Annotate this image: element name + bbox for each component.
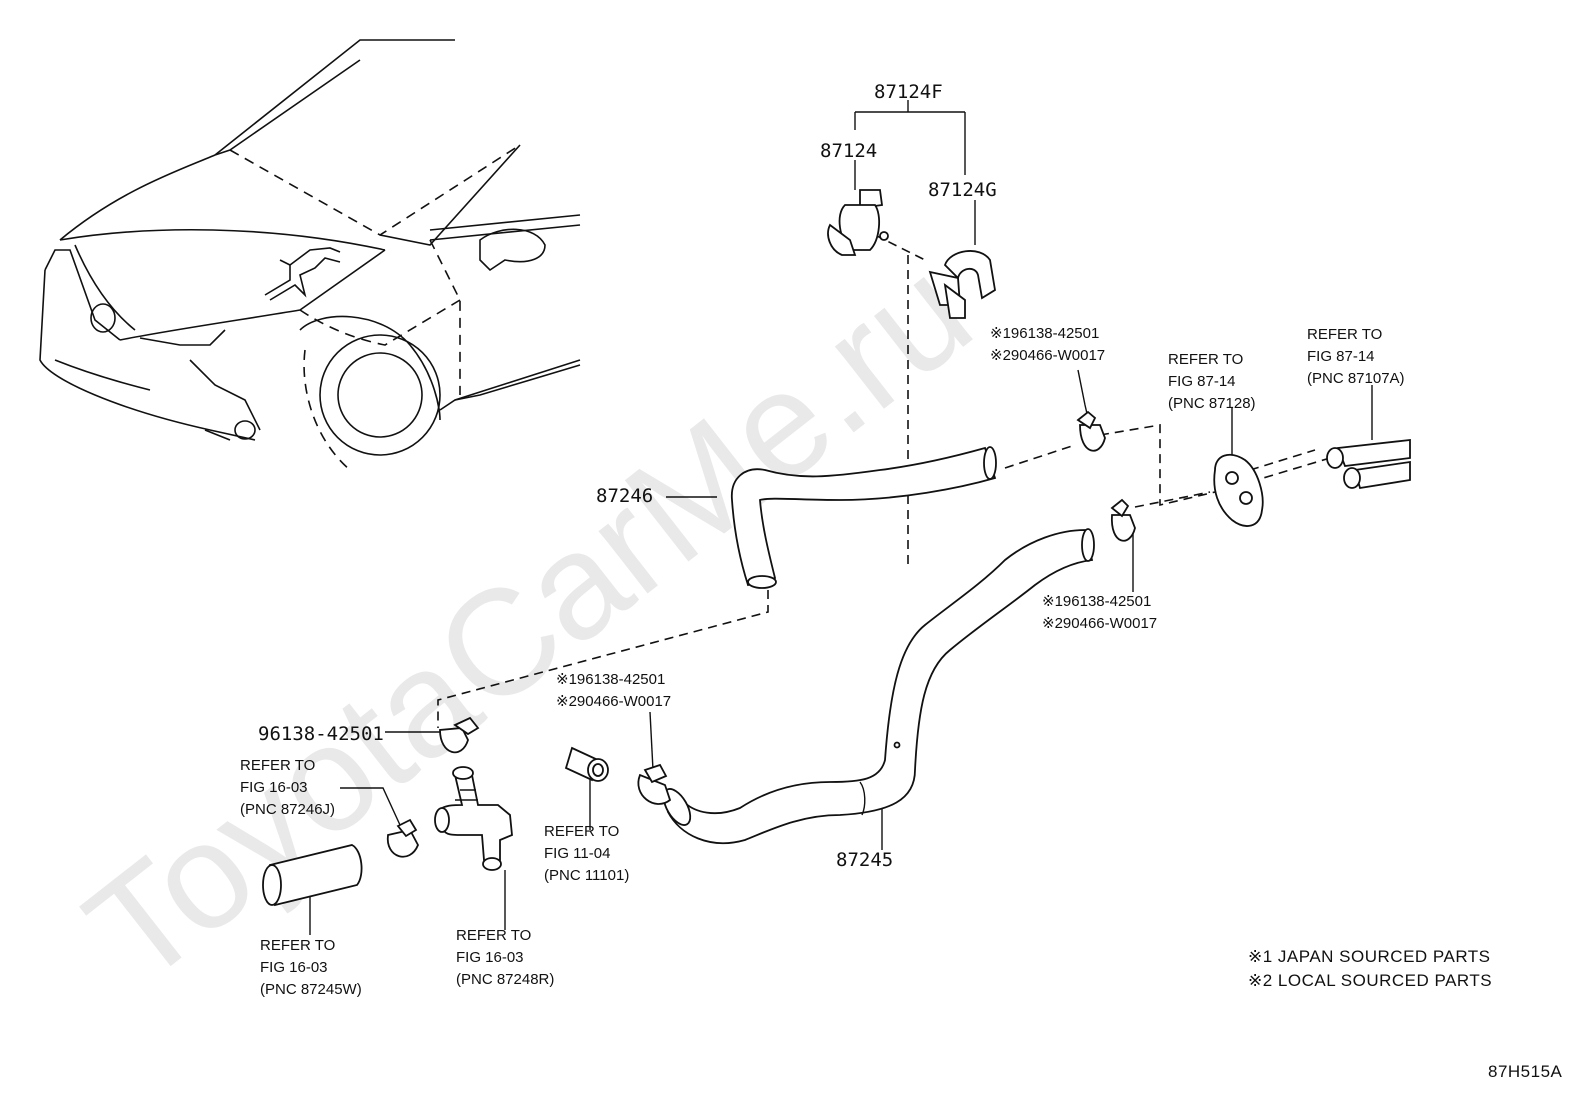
ref-87107A-line3[interactable]: (PNC 87107A)	[1307, 370, 1405, 387]
hose-clamp-87246J[interactable]	[387, 818, 419, 858]
ref-87128-line2: FIG 87-14	[1168, 373, 1236, 390]
callout-87124G[interactable]: 87124G	[928, 179, 997, 201]
ref-87107A-line1: REFER TO	[1307, 326, 1382, 343]
hose-clamp-right[interactable]	[1110, 498, 1136, 542]
figure-id: 87H515A	[1488, 1062, 1563, 1081]
hose-stub-87245W[interactable]	[262, 844, 363, 907]
ref-87128-line1: REFER TO	[1168, 351, 1243, 368]
callout-87124F[interactable]: 87124F	[874, 81, 943, 103]
hose-87245[interactable]	[658, 528, 1095, 845]
callout-labels: 87124F 87124 87124G 87246 87245 96138-42…	[240, 81, 1563, 1081]
ref-87245W-line3[interactable]: (PNC 87245W)	[260, 981, 362, 998]
hose-87246[interactable]	[731, 446, 997, 589]
clamp-87124G[interactable]	[928, 250, 996, 319]
ref-11101-line2: FIG 11-04	[544, 845, 610, 862]
ref-87107A-line2: FIG 87-14	[1307, 348, 1375, 365]
ref-87246J-line2: FIG 16-03	[240, 779, 308, 796]
ref-87246J-line3[interactable]: (PNC 87246J)	[240, 801, 335, 818]
clamp-note-right-1: ※196138-42501	[1042, 593, 1151, 610]
heater-pipe-ends[interactable]	[1326, 438, 1411, 490]
clamp-note-lower-1: ※196138-42501	[556, 671, 665, 688]
clamp-note-right-2: ※290466-W0017	[1042, 615, 1157, 632]
clamp-note-upper-1: ※196138-42501	[990, 325, 1099, 342]
callout-96138-42501[interactable]: 96138-42501	[258, 723, 384, 745]
ref-87128-line3[interactable]: (PNC 87128)	[1168, 395, 1256, 412]
t-joint-87248R[interactable]	[434, 766, 513, 871]
hose-clamp-96138[interactable]	[439, 716, 480, 754]
ref-87246J-line1: REFER TO	[240, 757, 315, 774]
ref-87245W-line2: FIG 16-03	[260, 959, 328, 976]
grommet[interactable]	[1213, 453, 1264, 527]
ref-11101-line1: REFER TO	[544, 823, 619, 840]
ref-87245W-line1: REFER TO	[260, 937, 335, 954]
legend-note-2: ※2 LOCAL SOURCED PARTS	[1248, 971, 1492, 990]
clamp-bracket-87124[interactable]	[827, 189, 889, 256]
ref-87248R-line2: FIG 16-03	[456, 949, 524, 966]
hose-clamp-lower[interactable]	[637, 763, 672, 805]
callout-87246[interactable]: 87246	[596, 485, 653, 507]
ref-87248R-line1: REFER TO	[456, 927, 531, 944]
callout-87124[interactable]: 87124	[820, 140, 877, 162]
clamp-note-upper-2: ※290466-W0017	[990, 347, 1105, 364]
callout-87245[interactable]: 87245	[836, 849, 893, 871]
ref-87248R-line3[interactable]: (PNC 87248R)	[456, 971, 554, 988]
legend-note-1: ※1 JAPAN SOURCED PARTS	[1248, 947, 1491, 966]
ref-11101-line3[interactable]: (PNC 11101)	[544, 867, 629, 884]
clamp-note-lower-2: ※290466-W0017	[556, 693, 671, 710]
hose-clamp-upper[interactable]	[1076, 410, 1106, 452]
pipe-stub-11101[interactable]	[564, 746, 609, 782]
vehicle-locator-illustration	[39, 39, 581, 471]
